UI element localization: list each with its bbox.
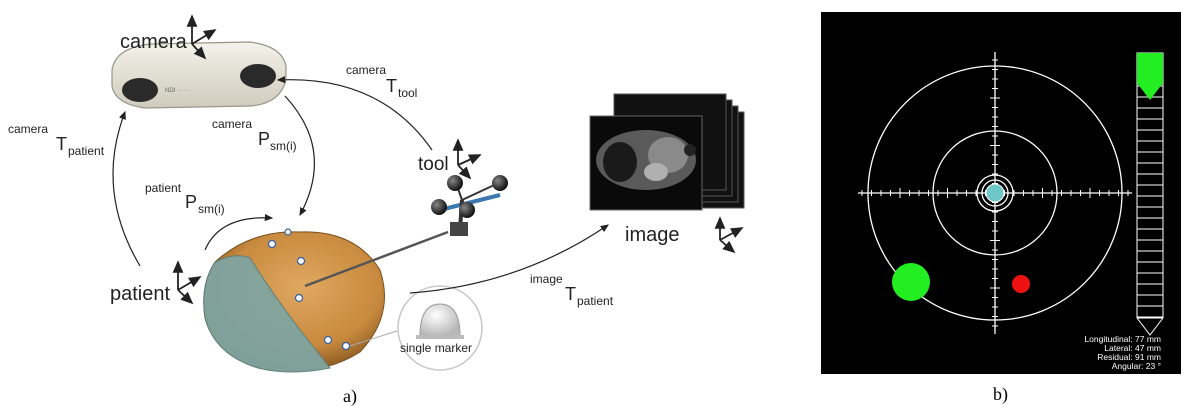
transform-image-t-patient: image T patient [530,272,614,308]
patient-label: patient [110,283,170,305]
patient-phantom [204,229,385,372]
transform-camera-p-sm: camera P sm(i) [212,117,297,153]
svg-text:sm(i): sm(i) [198,202,225,216]
image-label: image [625,224,679,246]
transform-camera-t-tool: camera T tool [346,63,417,100]
svg-text:P: P [185,192,197,212]
svg-text:T: T [386,76,397,96]
svg-text:T: T [565,284,576,304]
arrow-camera-to-markers [285,96,314,215]
caption-a: a) [343,386,357,407]
svg-text:image: image [530,272,563,286]
svg-text:patient: patient [68,144,105,158]
panel-a: NDI · · · · camera camera T patient came… [8,16,744,407]
svg-text:patient: patient [577,294,614,308]
svg-text:P: P [258,129,270,149]
svg-text:camera: camera [346,63,386,77]
tool-label: tool [418,154,449,175]
camera-label: camera [120,31,188,53]
transform-camera-t-patient: camera T patient [8,122,105,158]
arrow-patient-to-camera [113,112,140,266]
svg-text:T: T [56,134,67,154]
panel-b: Longitudinal: 77 mm Lateral: 47 mm Resid… [821,12,1181,405]
svg-text:NDI · · · ·: NDI · · · · [165,88,190,94]
svg-text:tool: tool [398,86,417,100]
single-marker-label: single marker [400,341,472,355]
red-target-dot [1012,275,1030,293]
svg-text:camera: camera [212,117,252,131]
readout-angular: Angular: 23 ° [1112,361,1161,371]
svg-text:sm(i): sm(i) [270,139,297,153]
caption-b: b) [993,384,1008,405]
image-axes-icon [720,218,742,252]
svg-text:camera: camera [8,122,48,136]
patient-axes-icon [178,262,200,303]
center-target [986,184,1004,202]
tool-axes-icon [458,140,480,178]
transform-patient-p-sm: patient P sm(i) [145,181,225,216]
image-stack [590,94,744,210]
tool-device [431,175,508,236]
green-target-dot [892,263,930,301]
svg-text:patient: patient [145,181,182,195]
